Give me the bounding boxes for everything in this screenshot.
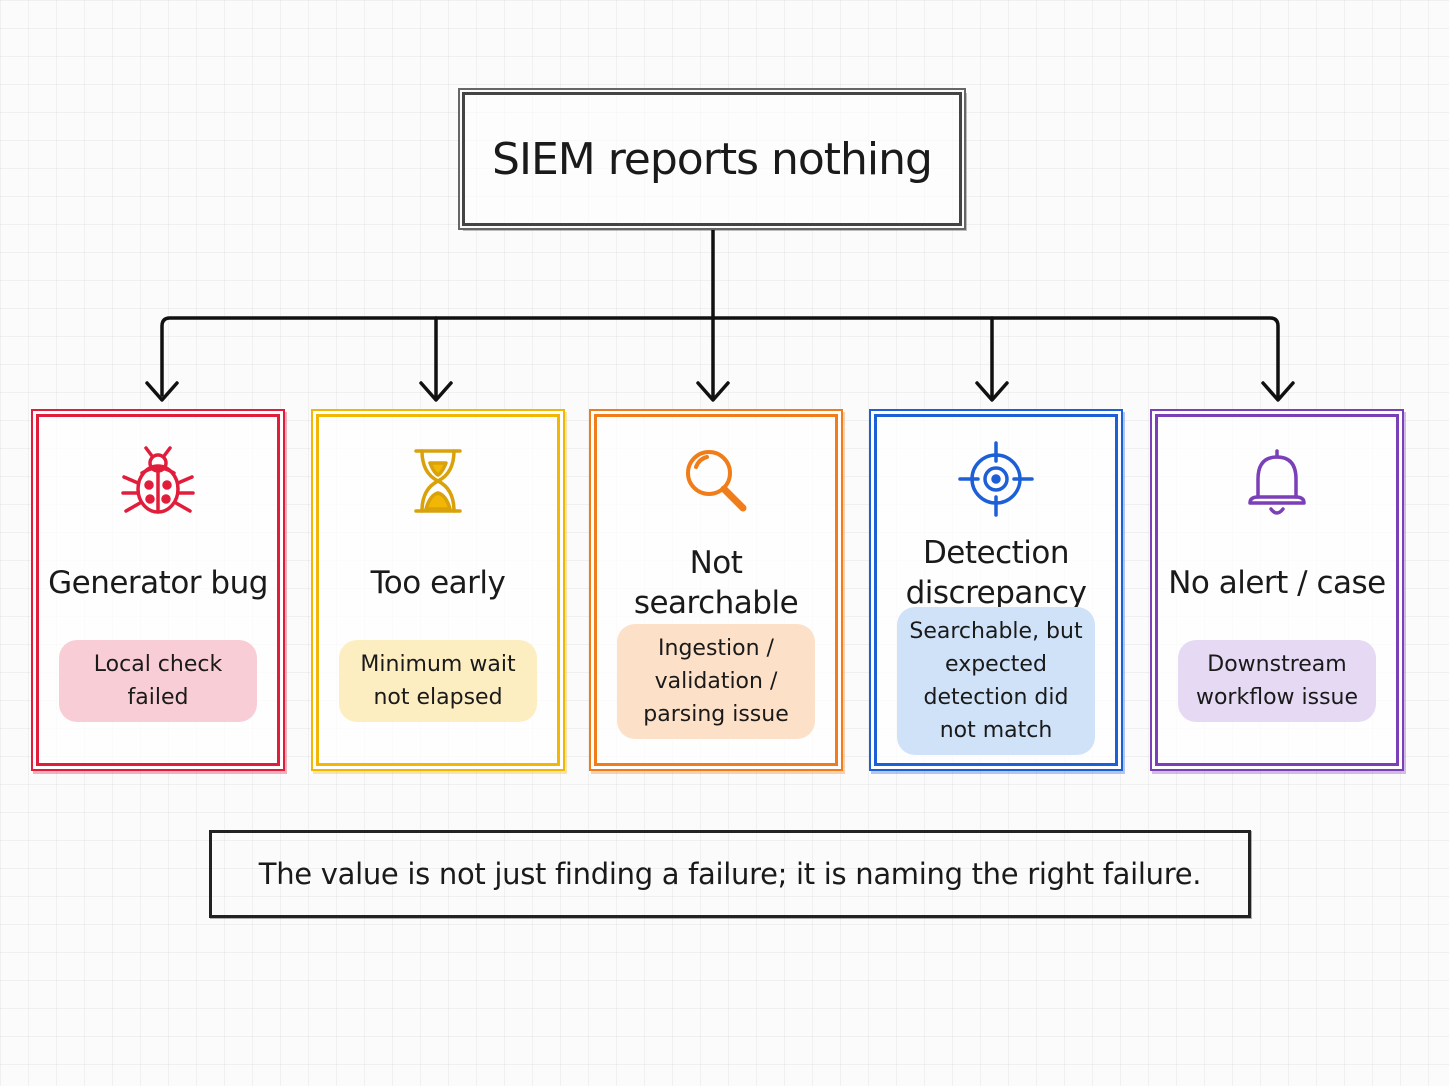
card-subtitle: Searchable, but expected detection did n… bbox=[897, 607, 1095, 755]
card-title: Not searchable bbox=[633, 545, 799, 621]
card-title: Generator bug bbox=[48, 565, 268, 601]
card-subtitle: Downstream workflow issue bbox=[1178, 640, 1376, 722]
card-no-alert-case: No alert / case Downstream workflow issu… bbox=[1155, 414, 1399, 766]
hourglass-icon bbox=[319, 445, 557, 519]
root-title: SIEM reports nothing bbox=[492, 133, 933, 185]
card-generator-bug: Generator bug Local check failed bbox=[36, 414, 280, 766]
target-icon bbox=[877, 439, 1115, 517]
card-title: Too early bbox=[370, 565, 506, 601]
bug-icon bbox=[39, 445, 277, 519]
footer-text: The value is not just finding a failure;… bbox=[258, 857, 1202, 891]
root-node: SIEM reports nothing bbox=[462, 92, 962, 226]
card-subtitle: Ingestion / validation / parsing issue bbox=[617, 623, 815, 739]
card-subtitle: Minimum wait not elapsed bbox=[339, 640, 537, 722]
card-subtitle: Local check failed bbox=[59, 640, 257, 722]
card-detection-discrepancy: Detection discrepancy Searchable, but ex… bbox=[874, 414, 1118, 766]
card-title: Detection discrepancy bbox=[905, 535, 1087, 611]
bell-icon bbox=[1158, 445, 1396, 519]
magnifier-icon bbox=[597, 445, 835, 519]
card-title: No alert / case bbox=[1168, 565, 1386, 601]
footer-caption: The value is not just finding a failure;… bbox=[209, 830, 1251, 918]
card-too-early: Too early Minimum wait not elapsed bbox=[316, 414, 560, 766]
card-not-searchable: Not searchable Ingestion / validation / … bbox=[594, 414, 838, 766]
